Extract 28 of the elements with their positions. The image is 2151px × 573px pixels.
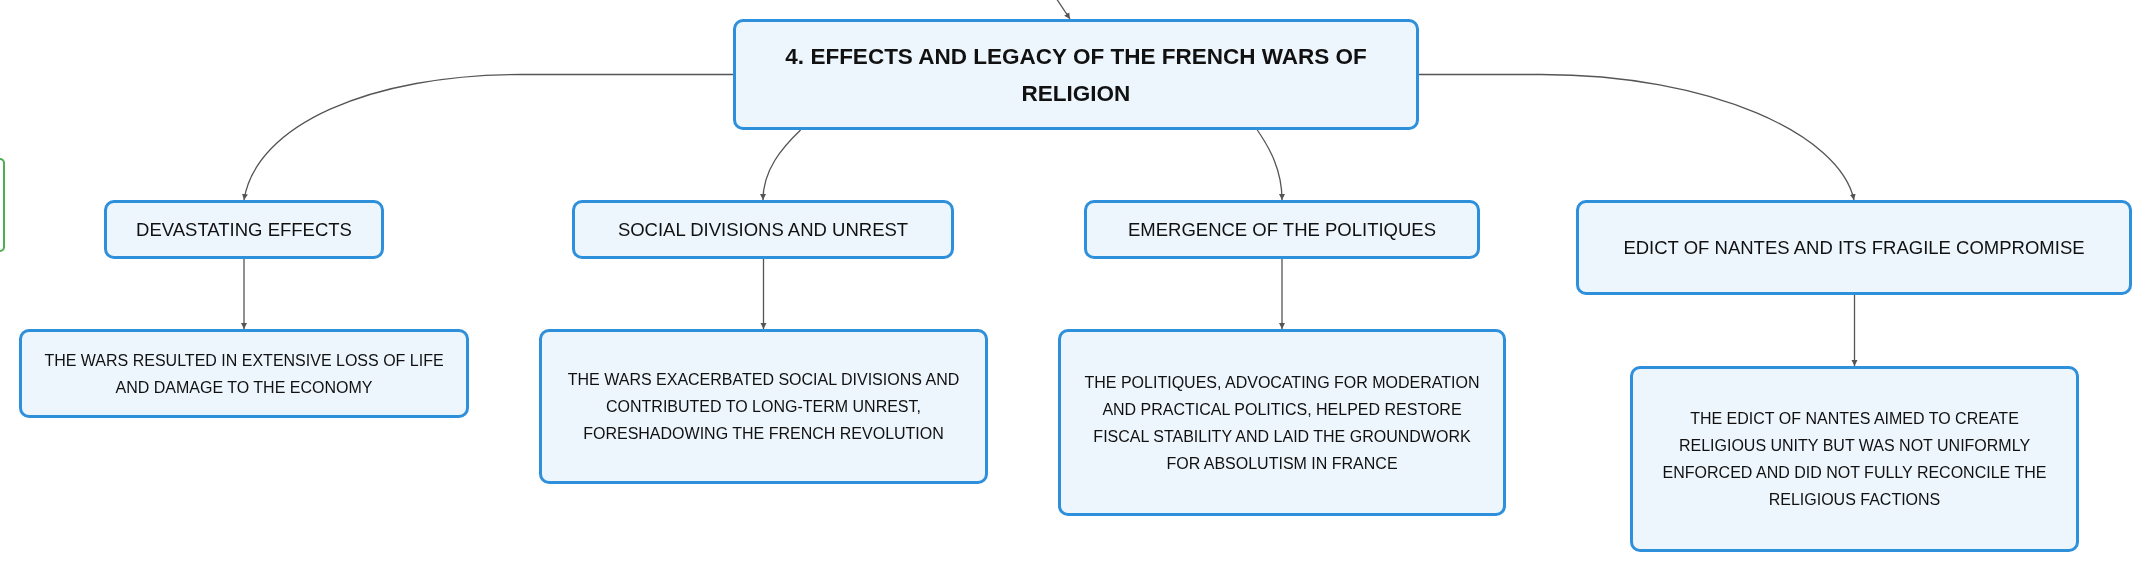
subtopic-box [104, 200, 384, 259]
connector-arrow [1279, 258, 1285, 330]
subtopic-label: EMERGENCE OF THE POLITIQUES [1127, 218, 1436, 242]
detail-text: THE WARS RESULTED IN EXTENSIVE LOSS OF LIFE AND DAMAGE TO THE ECONOMY [43, 350, 445, 398]
connector-arrow [1851, 294, 1858, 367]
connector-arrow [242, 73, 734, 201]
connector-arrow [760, 129, 802, 201]
subtopic-label: EDICT OF NANTES AND ITS FRAGILE COMPROMISE [1623, 236, 2085, 260]
connector-arrow [760, 258, 767, 330]
detail-box [539, 329, 988, 484]
connector-arrow [1418, 73, 1855, 201]
subtopic-label: DEVASTATING EFFECTS [136, 218, 352, 242]
detail-box [1058, 329, 1506, 516]
detail-text: THE POLITIQUES, ADVOCATING FOR MODERATION AND PRACTICAL POLITICS, HELPED RESTORE FISCAL STABILITY AND LAID THE GROUNDWORK FOR ABSOLUTISM IN FRANCE [1083, 372, 1481, 474]
connector-arrow [1055, 0, 1071, 20]
subtopic-box [572, 200, 954, 259]
detail-box [19, 329, 469, 418]
detail-text: THE EDICT OF NANTES AIMED TO CREATE RELIGIOUS UNITY BUT WAS NOT UNIFORMLY ENFORCED AND DID NOT FULLY RECONCILE THE RELIGIOUS FACTIONS [1661, 409, 2048, 510]
topic-box [733, 19, 1419, 130]
detail-text: THE WARS EXACERBATED SOCIAL DIVISIONS AND CONTRIBUTED TO LONG-TERM UNREST, FORESHADOWING THE FRENCH REVOLUTION [566, 370, 961, 444]
connector-arrow [241, 258, 247, 330]
detail-box [1630, 366, 2079, 552]
subtopic-label: SOCIAL DIVISIONS AND UNREST [617, 218, 909, 242]
connector-arrow [1256, 129, 1285, 201]
topic-title: 4. EFFECTS AND LEGACY OF THE FRENCH WARS OF RELIGION [784, 42, 1368, 108]
subtopic-box [1576, 200, 2132, 295]
subtopic-box [1084, 200, 1480, 259]
partial-node-box [0, 158, 5, 252]
